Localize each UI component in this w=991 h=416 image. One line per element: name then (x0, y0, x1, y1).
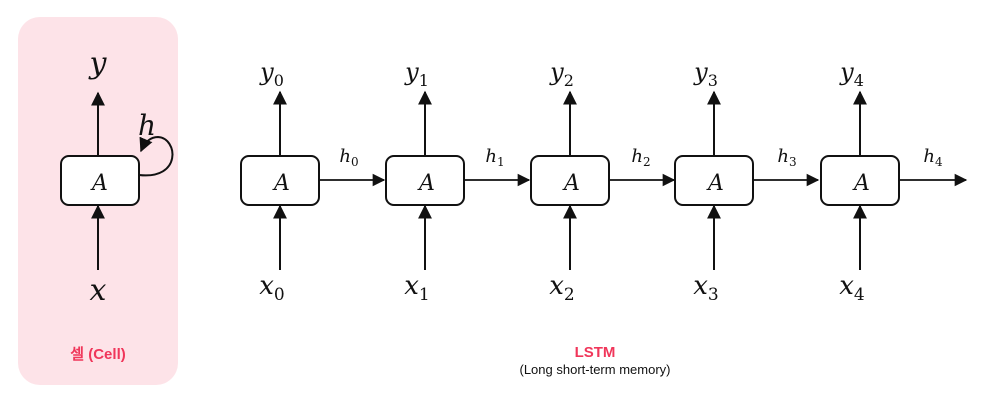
cell-recurrent-loop (138, 135, 174, 177)
step-input-label: x1 (404, 271, 430, 305)
step-input-label: x4 (839, 271, 865, 305)
step-hidden-label: h1 (485, 146, 504, 169)
lstm-caption: LSTM (Long short-term memory) (455, 344, 735, 377)
step-output-label: y3 (693, 58, 718, 90)
step-output-label: y0 (259, 58, 284, 90)
step-output-label: y2 (549, 58, 574, 90)
step-hidden-label: h2 (631, 146, 650, 169)
cell-output-label: y (88, 46, 108, 81)
lstm-step: y0 A x0 h0 (240, 58, 386, 305)
step-unit-label: A (562, 171, 580, 196)
step-hidden-label: h0 (339, 146, 358, 169)
step-output-label: y1 (404, 58, 429, 90)
lstm-step: y2 A x2 h2 (530, 58, 676, 305)
step-unit-label: A (706, 171, 724, 196)
step-unit-label: A (417, 171, 435, 196)
step-hidden-label: h4 (923, 146, 943, 169)
step-input-label: x0 (259, 271, 285, 305)
cell-caption: 셀 (Cell) (70, 346, 126, 363)
step-hidden-label: h3 (777, 146, 796, 169)
cell-diagram: y A h x (60, 46, 174, 308)
lstm-step: y4 A x4 h4 (820, 58, 968, 305)
step-input-label: x2 (549, 271, 575, 305)
step-unit-label: A (272, 171, 290, 196)
step-unit-label: A (852, 171, 870, 196)
lstm-chain: y0 A x0 h0 y1 A x1 h1 y2 A x2 (240, 58, 968, 305)
lstm-subtitle: (Long short-term memory) (519, 362, 671, 377)
cell-input-label: x (90, 273, 107, 308)
lstm-step: y1 A x1 h1 (385, 58, 531, 305)
step-output-label: y4 (839, 58, 864, 90)
cell-unit-label: A (90, 171, 108, 196)
step-input-label: x3 (693, 271, 719, 305)
lstm-title: LSTM (574, 344, 616, 361)
lstm-step: y3 A x3 h3 (674, 58, 820, 305)
cell-hidden-label: h (138, 109, 156, 142)
